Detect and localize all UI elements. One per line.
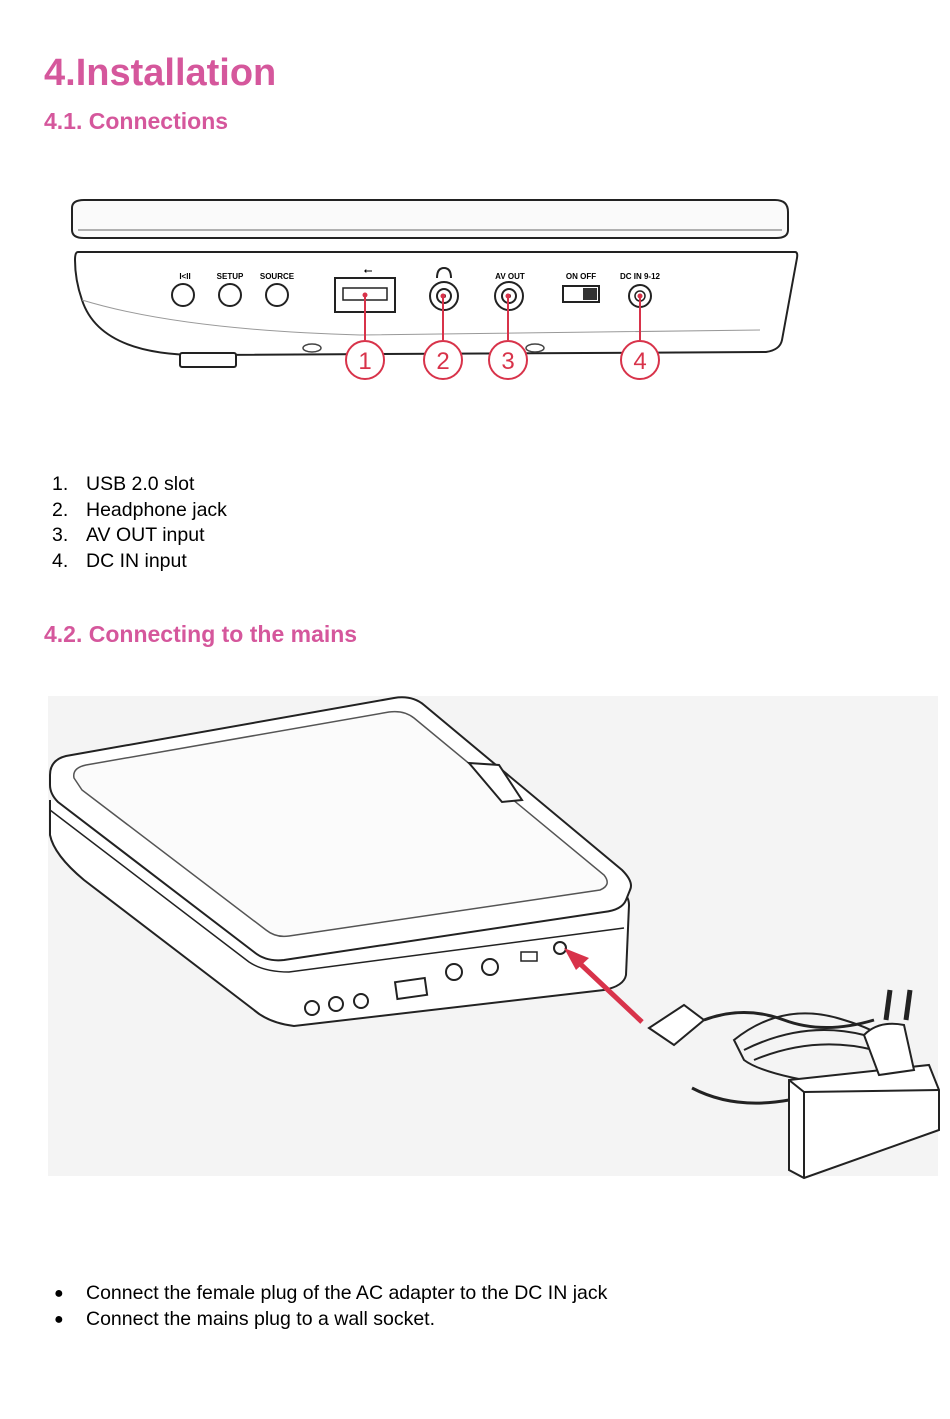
list-item-text: Headphone jack: [86, 498, 227, 521]
list-item-text: USB 2.0 slot: [86, 473, 195, 495]
section-title-connections: 4.1. Connections: [44, 108, 229, 134]
callout-4-circle: [620, 340, 660, 380]
source-button-port: [265, 283, 289, 307]
bullet-icon: ●: [54, 1285, 64, 1302]
page-title: 4.Installation: [44, 52, 277, 94]
list-item-text: AV OUT input: [86, 524, 205, 546]
setup-button-port: [218, 283, 242, 307]
callout-4-label: 4: [633, 348, 646, 375]
port-label-on-off: ON OFF: [566, 272, 596, 281]
list-item: 2. Headphone jack: [50, 498, 227, 524]
red-arrow-icon: [564, 948, 644, 1024]
connections-diagram: I<II SETUP SOURCE AV OUT ON OFF DC IN 9-…: [71, 199, 799, 380]
usb-icon: ⭠: [364, 265, 373, 277]
callout-1-circle: [345, 340, 385, 380]
list-item-number: 1.: [52, 473, 69, 495]
instruction-bullets: ● Connect the female plug of the AC adap…: [50, 1281, 607, 1332]
list-item-text: DC IN input: [86, 549, 187, 572]
port-label-av-out: AV OUT: [495, 272, 525, 281]
headphone-icon: [436, 266, 452, 279]
list-item-text: Connect the female plug of the AC adapte…: [86, 1282, 608, 1304]
port-label-play: I<II: [179, 272, 190, 281]
connections-list: 1. USB 2.0 slot 2. Headphone jack 3. AV …: [50, 472, 227, 574]
player-port-panel: [304, 941, 567, 1016]
callout-3-circle: [488, 340, 528, 380]
callout-2-circle: [423, 340, 463, 380]
mains-connection-diagram: [48, 696, 940, 1180]
bullet-icon: ●: [54, 1310, 64, 1328]
list-item-number: 3.: [52, 524, 69, 546]
section-title-mains: 4.2. Connecting to the mains: [44, 621, 358, 647]
list-item-number: 4.: [52, 549, 69, 572]
list-item: ● Connect the female plug of the AC adap…: [50, 1281, 607, 1307]
list-item-number: 2.: [52, 498, 69, 521]
list-item-text: Connect the mains plug to a wall socket.: [86, 1307, 436, 1330]
list-item: 4. DC IN input: [50, 549, 227, 575]
callout-1-label: 1: [358, 348, 371, 375]
list-item: 3. AV OUT input: [50, 523, 227, 549]
list-item: ● Connect the mains plug to a wall socke…: [50, 1307, 607, 1333]
power-switch: [562, 285, 600, 303]
port-label-dc-in: DC IN 9-12: [620, 272, 661, 281]
port-label-source: SOURCE: [260, 272, 295, 281]
play-button-port: [171, 283, 195, 307]
callout-3-label: 3: [501, 348, 514, 375]
ac-adapter: [647, 989, 940, 1180]
port-label-setup: SETUP: [217, 272, 244, 281]
list-item: 1. USB 2.0 slot: [50, 472, 227, 498]
callout-2-label: 2: [436, 348, 449, 375]
